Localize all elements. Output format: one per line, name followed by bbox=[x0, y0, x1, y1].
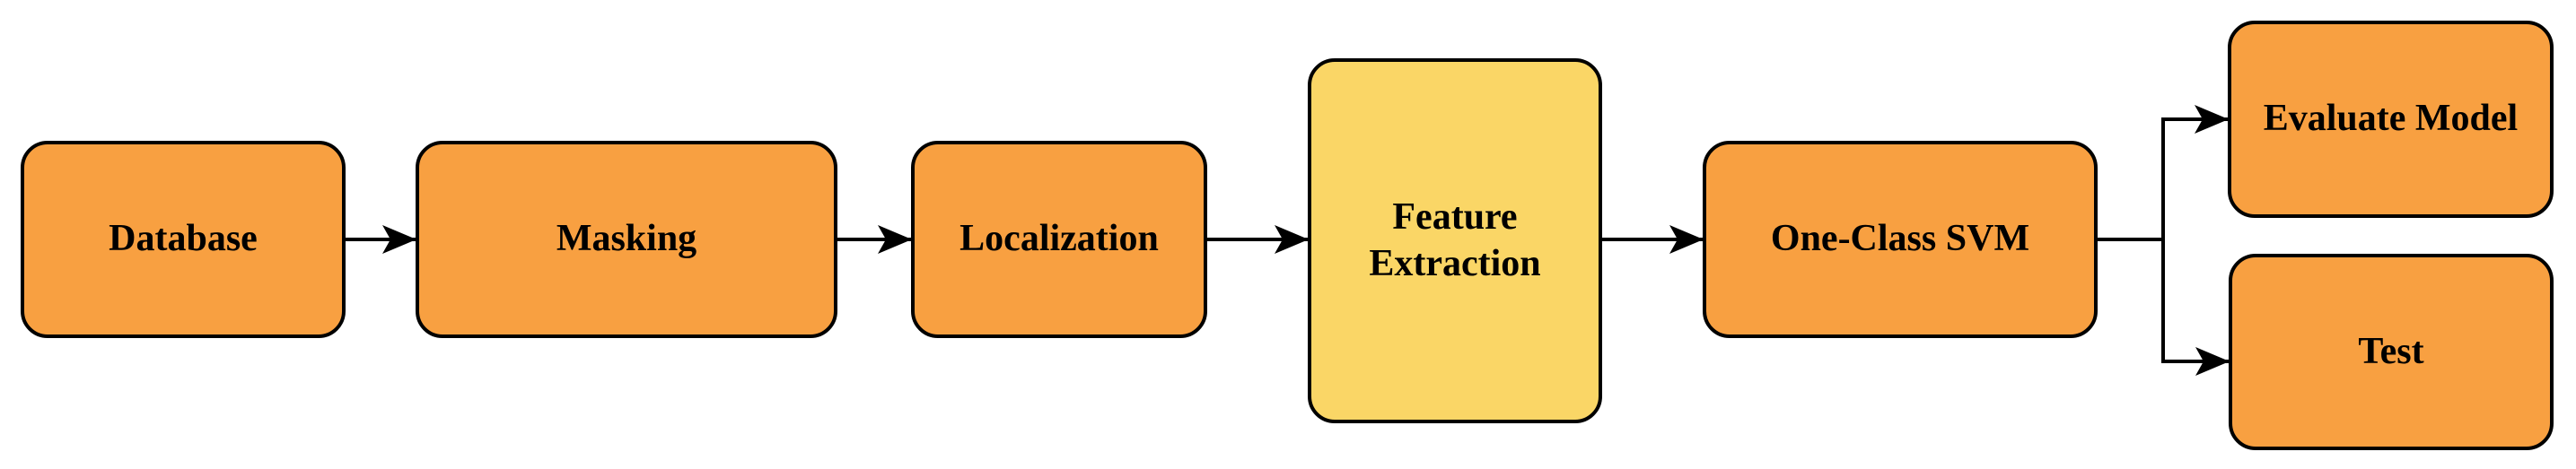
node-one-class-svm-label: One-Class SVM bbox=[1770, 218, 2030, 260]
node-test: Test bbox=[2229, 254, 2554, 450]
node-evaluate-model-label: Evaluate Model bbox=[2263, 98, 2519, 140]
node-localization: Localization bbox=[911, 141, 1207, 338]
node-test-label: Test bbox=[2358, 330, 2424, 372]
node-localization-label: Localization bbox=[959, 218, 1159, 260]
edge-one-class-svm-branch-trunk bbox=[2098, 117, 2165, 363]
node-one-class-svm: One-Class SVM bbox=[1703, 141, 2098, 338]
node-masking: Masking bbox=[416, 141, 837, 338]
node-database: Database bbox=[21, 141, 346, 338]
node-database-label: Database bbox=[109, 218, 258, 260]
node-masking-label: Masking bbox=[556, 218, 697, 260]
node-feature-extraction-label: Feature Extraction bbox=[1369, 196, 1541, 284]
node-feature-extraction: Feature Extraction bbox=[1308, 58, 1602, 423]
node-evaluate-model: Evaluate Model bbox=[2228, 21, 2554, 218]
